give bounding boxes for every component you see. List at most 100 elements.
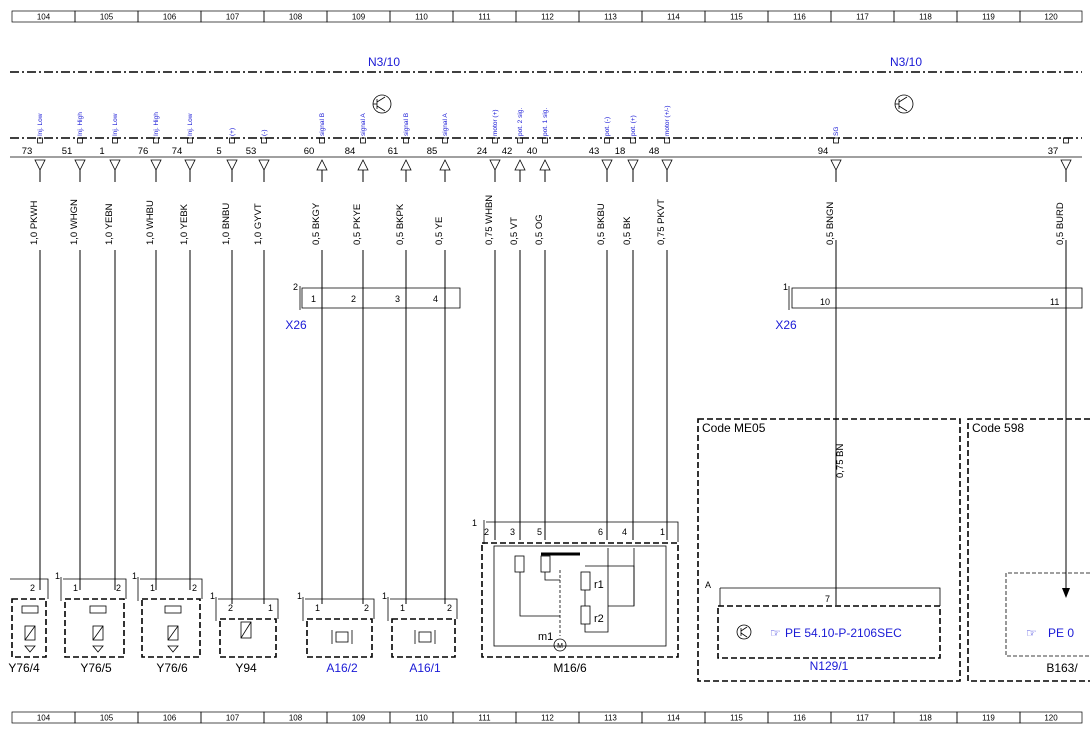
column-number: 119 (982, 13, 995, 22)
column-number: 105 (100, 13, 114, 22)
injector-icon (167, 625, 179, 641)
n129-pin-a: A (705, 580, 711, 590)
output-arrow-icon (601, 159, 613, 171)
resistor-icon (164, 605, 182, 614)
component-pin: 2 (116, 583, 121, 593)
motor-letter: M (557, 643, 563, 650)
pin-number: 5 (216, 146, 221, 157)
sensor-icon (335, 631, 349, 643)
x26-pin: 11 (1050, 297, 1059, 307)
pin-signal-label: motor (+) (492, 109, 499, 136)
wire-label: 1,0 YEBN (104, 203, 115, 245)
wire-label: 0,5 BKBU (596, 203, 607, 245)
component-pin: 1 (73, 583, 78, 593)
column-number: 117 (856, 13, 869, 22)
pin-number: 76 (138, 146, 149, 157)
component-pin: 2 (447, 603, 452, 613)
m16-pin: 5 (537, 527, 542, 537)
output-arrow-icon (1060, 159, 1072, 171)
component-pin: 2 (228, 603, 233, 613)
wire-label: 1,0 YEBK (179, 203, 190, 245)
code-box-me05: Code ME05 0,75 BN (697, 418, 961, 682)
component-pin: 2 (192, 583, 197, 593)
resistor-icon (514, 555, 525, 573)
output-arrow-icon (489, 159, 501, 171)
pin-48: motor (+/-)480,75 PKVT (649, 105, 673, 540)
pin-number: 1 (99, 146, 104, 157)
wire-label: 0,5 VT (509, 217, 520, 245)
part-label: m1 (538, 631, 553, 643)
transistor-icon (894, 94, 914, 114)
pin-signal-label: pot. (-) (604, 117, 611, 136)
column-number: 109 (352, 13, 366, 22)
wire-label: 1,0 GYVT (253, 203, 264, 245)
control-unit-label-right: N3/10 (890, 55, 922, 69)
column-number: 113 (604, 13, 617, 22)
pin-signal-label: signal A (442, 113, 449, 136)
ref-link[interactable]: PE 0 (1048, 626, 1074, 640)
output-arrow-icon (226, 159, 238, 171)
column-number: 107 (226, 714, 240, 723)
pin-signal-label: Inj. Low (112, 113, 119, 136)
valve-icon (240, 621, 252, 639)
x26-pin: 2 (351, 294, 356, 304)
pin-signal-label: pot. (+) (630, 115, 637, 136)
pin-24: motor (+)240,75 WHBN (477, 109, 501, 540)
x26-pin: 3 (395, 294, 400, 304)
column-number: 118 (919, 714, 932, 723)
part-label: r1 (594, 579, 604, 591)
component-pin: 1 (315, 603, 320, 613)
component-pin: 2 (364, 603, 369, 613)
column-number: 108 (289, 13, 303, 22)
pin-number: 53 (246, 146, 257, 157)
column-number: 120 (1044, 714, 1058, 723)
pin-number: 40 (527, 146, 538, 157)
resistor-icon (89, 605, 107, 614)
wire-label: 0,5 YE (434, 217, 445, 245)
pin-signal-label: Inj. Low (187, 113, 194, 136)
wire-label: 1,0 WHBU (145, 200, 156, 245)
wire-label: 0,5 BK (622, 216, 633, 245)
column-number: 112 (541, 714, 554, 723)
output-arrow-icon (74, 159, 86, 171)
pin-18: pot. (+)180,5 BK (615, 115, 639, 540)
injector-icon (92, 625, 104, 641)
pin-number: 43 (589, 146, 600, 157)
code-box-label: Code 598 (972, 421, 1024, 435)
component-label: Y94 (235, 661, 257, 675)
column-number: 114 (667, 13, 680, 22)
column-cell (1019, 711, 1083, 724)
component-pin: 1 (150, 583, 155, 593)
pin-40: pot. 1 sig.400,5 OG (527, 108, 551, 540)
ref-link[interactable]: PE 54.10-P-2106SEC (785, 626, 902, 640)
n129-pin: 7 (825, 594, 830, 604)
output-arrow-icon (661, 159, 673, 171)
x26-left-label: X26 (285, 318, 307, 332)
column-number: 115 (730, 714, 743, 723)
component-label: M16/6 (553, 661, 587, 675)
x26-pin: 1 (311, 294, 316, 304)
wire-label: 0,75 WHBN (484, 195, 495, 245)
pointing-hand-icon: ☞ (1026, 626, 1037, 640)
pin-signal-label: (-) (261, 130, 268, 137)
input-arrow-icon (439, 159, 451, 171)
column-number: 106 (163, 714, 177, 723)
x26-right-label-num: 1 (783, 282, 788, 292)
resistor-icon (540, 555, 551, 573)
wire-label: 0,5 OG (534, 214, 545, 245)
wire-label: 0,5 BKGY (311, 202, 322, 245)
resistor-icon (580, 571, 591, 591)
column-number: 110 (415, 13, 428, 22)
pin-43: pot. (-) 43 0,5 BKBU (589, 117, 613, 540)
pin-number: 94 (818, 146, 829, 157)
component-pin: 1 (297, 591, 302, 601)
column-number: 116 (793, 13, 806, 22)
column-cell (1019, 10, 1083, 23)
column-number: 107 (226, 13, 240, 22)
